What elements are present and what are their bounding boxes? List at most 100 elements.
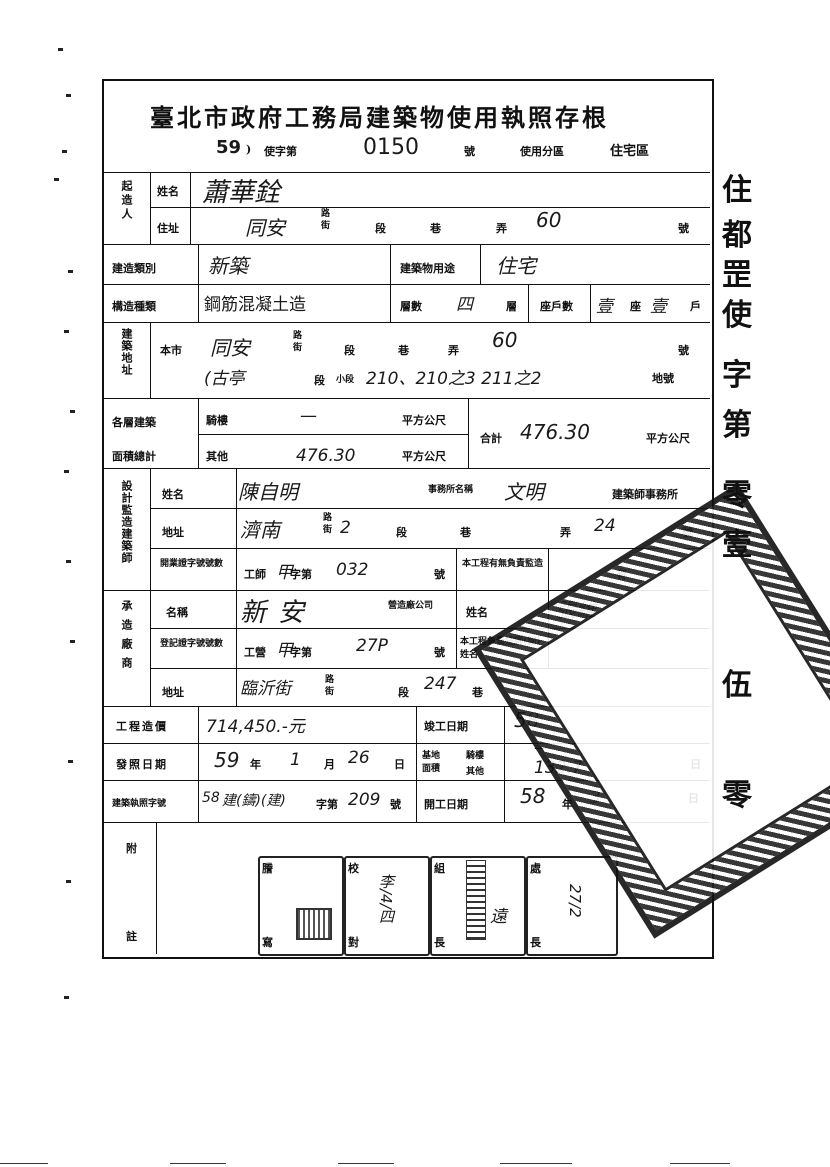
site-lane-label: 巷 xyxy=(398,344,409,357)
grid-line xyxy=(236,468,237,706)
owner-hao-label: 號 xyxy=(678,222,689,235)
stamp-sign-2: 李/4/四 xyxy=(377,874,395,924)
contractor-road-label: 路街 xyxy=(323,674,333,698)
stamp-1b: 寫 xyxy=(262,936,273,949)
side-char: 第 xyxy=(722,408,752,443)
firm-name-value: 文明 xyxy=(504,480,544,504)
site-no-value: 60 xyxy=(492,328,518,352)
grid-line xyxy=(104,822,710,823)
grid-line xyxy=(104,284,710,285)
contractor-group-label: 承造廠商 xyxy=(120,600,133,676)
grid-line xyxy=(590,284,591,322)
designer-alley-value: 24 xyxy=(594,516,616,536)
contractor-addr-value: 臨沂街 xyxy=(240,679,291,699)
grid-line xyxy=(150,322,151,398)
contractor-value: 新安 xyxy=(240,598,317,628)
structure-type-label: 構造種類 xyxy=(112,300,156,313)
grid-line xyxy=(504,706,505,822)
tech-name-label: 姓名 xyxy=(466,606,488,619)
use-purpose-value: 住宅 xyxy=(496,254,536,278)
reg-prefix-label: 工營 xyxy=(244,646,266,659)
site-alley-label: 弄 xyxy=(448,344,459,357)
stamp-3b: 長 xyxy=(434,936,445,949)
grid-line xyxy=(150,207,710,208)
start-year-label: 年 xyxy=(562,798,573,811)
grid-line xyxy=(198,434,468,435)
side-char: 壹 xyxy=(722,528,752,563)
stamp-2a: 校 xyxy=(348,862,359,875)
side-char: 使 xyxy=(722,298,752,333)
grid-line xyxy=(104,706,710,707)
designer-lane-label: 巷 xyxy=(460,526,471,539)
side-char: 住 xyxy=(722,173,752,208)
scan-edge xyxy=(670,1163,730,1164)
designer-road-label: 路街 xyxy=(321,512,331,536)
contractor-lane-value: 247 xyxy=(424,674,457,694)
site-road-label: 路街 xyxy=(291,330,301,354)
grid-line xyxy=(104,780,710,781)
start-year-value: 58 xyxy=(520,784,546,808)
scan-speck xyxy=(66,94,71,97)
header-zone-label: 使用分區 xyxy=(520,145,564,158)
contractor-firm-label: 名稱 xyxy=(166,606,188,619)
other-sqm-label: 平方公尺 xyxy=(402,450,446,463)
floors-label: 層數 xyxy=(400,300,422,313)
cost-label: 工程造價 xyxy=(116,720,168,733)
cert-letter-value: 甲 xyxy=(276,563,293,583)
page-title: 臺北市政府工務局建築物使用執照存根 xyxy=(150,103,609,132)
owner-alley-value: 60 xyxy=(536,208,562,232)
contractor-suffix-label: 營造廠公司 xyxy=(388,601,434,611)
stamp-sign-3: 遠 xyxy=(490,907,507,927)
firm-suffix-label: 建築師事務所 xyxy=(612,488,678,501)
arcade-label: 騎樓 xyxy=(206,414,228,427)
owner-name-label: 姓名 xyxy=(157,185,179,198)
scan-speck xyxy=(68,270,73,273)
issue-month-value: 1 xyxy=(290,750,301,770)
side-char: 零 xyxy=(722,778,752,813)
owner-group-label: 起造人 xyxy=(120,180,133,222)
header-number-suffix: 號 xyxy=(464,145,475,158)
stamp-2b: 對 xyxy=(348,936,359,949)
stamp-box-proofread xyxy=(344,856,430,956)
scan-edge xyxy=(170,1163,226,1164)
header-zone-value: 住宅區 xyxy=(610,144,650,159)
reg-letter-value: 甲 xyxy=(276,641,293,661)
build-type-label: 建造類別 xyxy=(112,262,156,275)
arcade-area-value: — xyxy=(300,406,317,426)
owner-road-value: 同安 xyxy=(245,216,285,240)
designer-section-value: 2 xyxy=(340,518,351,538)
cost-value: 714,450.-元 xyxy=(206,717,305,737)
designer-address-label: 地址 xyxy=(162,526,184,539)
grid-line xyxy=(150,508,710,509)
side-char: 伍 xyxy=(722,668,752,703)
arcade-sqm-label: 平方公尺 xyxy=(402,414,446,427)
grid-line xyxy=(198,398,199,468)
stamp-box-director xyxy=(526,856,618,956)
grid-line xyxy=(456,548,457,668)
side-char: 零 xyxy=(722,478,752,513)
contractor-section-label: 段 xyxy=(398,686,409,699)
scan-speck xyxy=(54,178,59,181)
permit-no-label: 建築執照字號 xyxy=(112,799,167,809)
cert-no-value: 032 xyxy=(336,560,369,580)
use-purpose-label: 建築物用途 xyxy=(400,262,455,275)
grid-line xyxy=(416,706,417,822)
side-char: 字 xyxy=(722,358,752,393)
header-number: 0150 xyxy=(363,135,419,160)
site-road-value: 同安 xyxy=(210,336,250,360)
stamp-sign-4: 27/2 xyxy=(566,884,584,918)
issue-day-value: 26 xyxy=(348,748,370,768)
grid-line xyxy=(104,322,710,323)
total-area-value: 476.30 xyxy=(520,420,590,444)
contractor-lane-label: 巷 xyxy=(472,686,483,699)
grid-line xyxy=(150,172,151,244)
site-lots-value: 210、210之3 211之2 xyxy=(366,369,542,389)
issue-day-label: 日 xyxy=(394,758,405,771)
scan-speck xyxy=(58,48,63,51)
households-hu-value: 壹 xyxy=(650,297,667,317)
designer-name-label: 姓名 xyxy=(162,488,184,501)
firm-name-label: 事務所名稱 xyxy=(428,485,474,495)
grid-line xyxy=(104,743,710,744)
completion-label: 竣工日期 xyxy=(424,720,468,733)
zuo-label: 座 xyxy=(630,300,641,313)
